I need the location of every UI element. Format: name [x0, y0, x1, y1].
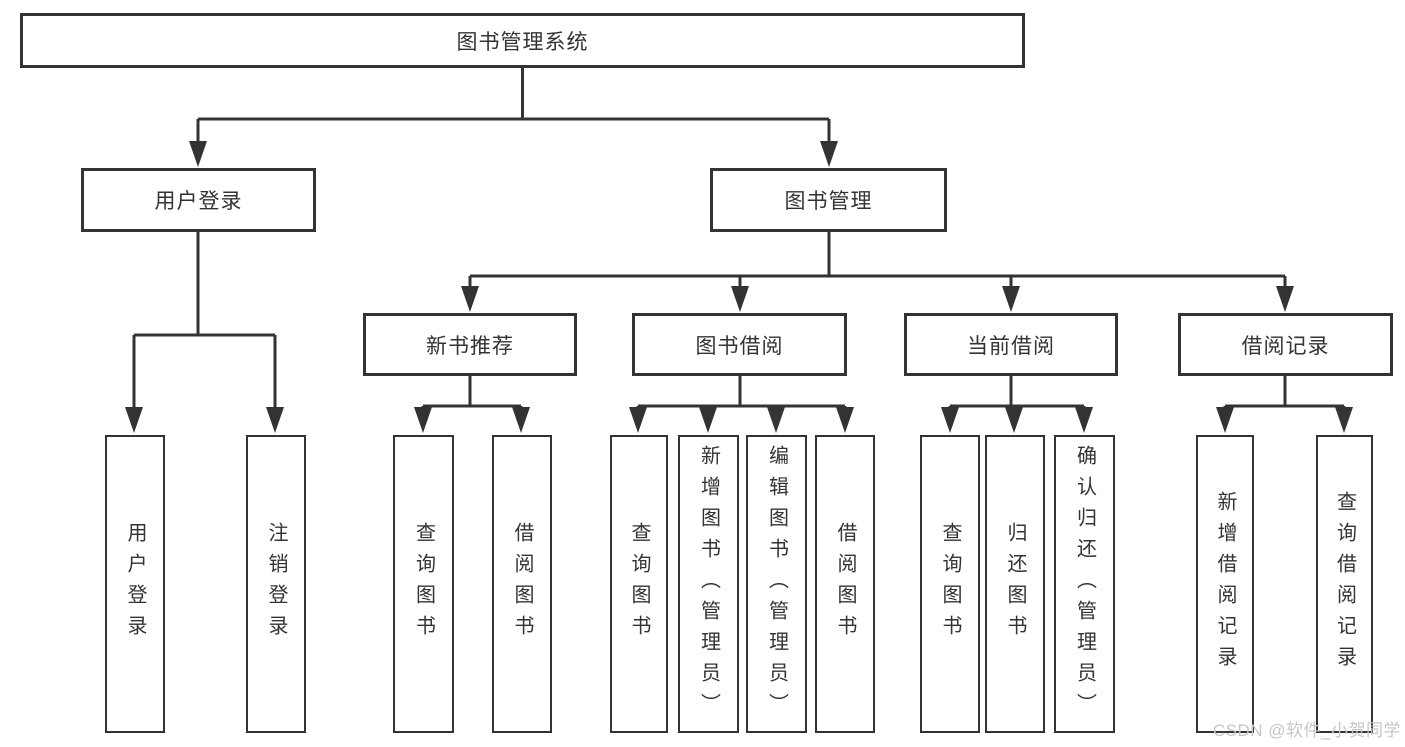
leaf-return-books: 归还图书 — [985, 435, 1045, 733]
node-borrow-record: 借阅记录 — [1178, 313, 1393, 376]
edge-userlogin-to-leaves — [132, 232, 277, 412]
leaf-query-books-borrow: 查询图书 — [610, 435, 668, 733]
edge-currentborrow-to-leaves — [948, 376, 1086, 412]
leaf-add-books-admin: 新增图书（管理员） — [678, 435, 739, 733]
leaf-logout: 注销登录 — [246, 435, 306, 733]
edge-bookborrow-to-leaves — [636, 376, 847, 412]
node-root-system: 图书管理系统 — [20, 13, 1025, 68]
edge-bookmgmt-to-level2 — [468, 232, 1287, 292]
leaf-borrow-books-recommend: 借阅图书 — [492, 435, 552, 733]
edge-newbook-to-leaves — [421, 376, 523, 412]
leaf-query-books-recommend: 查询图书 — [393, 435, 454, 733]
node-book-borrow: 图书借阅 — [632, 313, 847, 376]
node-current-borrow: 当前借阅 — [904, 313, 1118, 376]
edge-root-to-level1 — [196, 68, 831, 150]
leaf-user-login: 用户登录 — [105, 435, 165, 733]
leaf-query-borrow-record: 查询借阅记录 — [1316, 435, 1373, 733]
leaf-add-borrow-record: 新增借阅记录 — [1196, 435, 1254, 733]
leaf-edit-books-admin: 编辑图书（管理员） — [746, 435, 807, 733]
node-user-login: 用户登录 — [81, 168, 316, 232]
csdn-watermark: CSDN @软件_小贺同学 — [1212, 721, 1401, 740]
leaf-borrow-books: 借阅图书 — [815, 435, 875, 733]
node-new-book-recommend: 新书推荐 — [363, 313, 577, 376]
leaf-confirm-return-admin: 确认归还（管理员） — [1054, 435, 1115, 733]
leaf-query-books-current: 查询图书 — [920, 435, 980, 733]
node-book-management: 图书管理 — [710, 168, 947, 232]
edge-borrowrecord-to-leaves — [1223, 376, 1346, 412]
